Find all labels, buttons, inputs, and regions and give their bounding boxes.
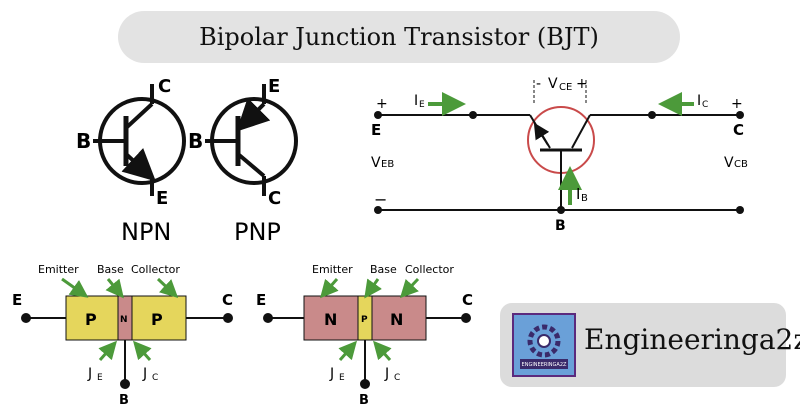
page-title: Bipolar Junction Transistor (BJT)	[118, 11, 680, 63]
vce-main: V	[548, 76, 558, 92]
brand-logo-text: ENGINEERINGA2Z	[522, 362, 567, 368]
npn-block-e: E	[256, 291, 266, 309]
brand-card: ENGINEERINGA2Z Engineeringa2z	[500, 303, 800, 387]
npn-block-base-label: Base	[370, 263, 397, 276]
gear-icon: ENGINEERINGA2Z	[520, 324, 568, 369]
npn-block: N P N E C B Emitter Base Collector J E J…	[256, 263, 473, 408]
pnp-collector-label: C	[268, 188, 281, 209]
pnp-jc-sub: C	[152, 373, 158, 383]
npn-jc-sub: C	[394, 373, 400, 383]
vce-plus: +	[576, 76, 588, 92]
plus-left: +	[376, 96, 388, 112]
pnp-block-left: P	[85, 310, 97, 329]
vcb-sub: CB	[734, 159, 748, 170]
npn-block-mid: P	[361, 315, 368, 325]
brand-name: Engineeringa2z	[584, 323, 800, 356]
pnp-block-c: C	[222, 291, 233, 309]
pnp-block-emitter-label: Emitter	[38, 263, 79, 276]
terminal-e: E	[371, 121, 381, 139]
npn-block-left: N	[324, 310, 337, 329]
minus-left: −	[374, 190, 387, 209]
pnp-base-label: B	[188, 129, 203, 153]
npn-block-c: C	[462, 291, 473, 309]
npn-je-sub: E	[339, 373, 345, 383]
pnp-block-collector-label: Collector	[131, 263, 180, 276]
npn-base-label: B	[76, 129, 91, 153]
npn-region-right	[371, 295, 427, 341]
npn-collector-label: C	[158, 76, 171, 97]
brand-logo: ENGINEERINGA2Z	[512, 313, 576, 377]
ib-sub: B	[581, 193, 588, 204]
pnp-region-right	[131, 295, 187, 341]
pnp-block-b: B	[119, 393, 129, 408]
npn-jc-main: J	[384, 366, 389, 382]
terminal-b: B	[555, 218, 566, 234]
veb-main: V	[371, 155, 381, 171]
vce-minus: -	[536, 76, 541, 92]
vce-sub: CE	[559, 82, 572, 93]
npn-emitter-label: E	[156, 188, 168, 209]
pnp-block-e: E	[12, 291, 22, 309]
pnp-emitter-label: E	[268, 76, 280, 97]
ib-main: I	[576, 185, 580, 203]
npn-block-emitter-label: Emitter	[312, 263, 353, 276]
circuit: - V CE + + + − E C B I E I C I B V EB V …	[371, 76, 748, 234]
npn-name: NPN	[121, 218, 171, 246]
npn-block-right: N	[390, 310, 403, 329]
npn-block-collector-label: Collector	[405, 263, 454, 276]
vcb-main: V	[724, 155, 734, 171]
pnp-emitter-arrow-icon	[236, 97, 271, 132]
ie-sub: E	[419, 100, 425, 110]
ie-main: I	[414, 93, 418, 109]
ic-sub: C	[702, 100, 708, 110]
npn-block-b: B	[359, 393, 369, 408]
pnp-symbol: B E C PNP	[188, 76, 298, 246]
pnp-block-mid: N	[120, 315, 128, 325]
pnp-je-main: J	[87, 366, 92, 382]
pnp-je-sub: E	[97, 373, 103, 383]
pnp-jc-main: J	[142, 366, 147, 382]
veb-sub: EB	[381, 159, 394, 170]
plus-right: +	[731, 96, 743, 112]
npn-je-main: J	[329, 366, 334, 382]
pnp-block-right: P	[151, 310, 163, 329]
pnp-block: P N P E C B Emitter Base Collector J E J…	[12, 263, 233, 408]
pnp-block-base-label: Base	[97, 263, 124, 276]
terminal-c: C	[733, 121, 744, 139]
pnp-name: PNP	[234, 218, 281, 246]
npn-symbol: B C E NPN	[76, 76, 186, 246]
ic-main: I	[697, 93, 701, 109]
npn-emitter-arrow-icon	[121, 147, 156, 182]
